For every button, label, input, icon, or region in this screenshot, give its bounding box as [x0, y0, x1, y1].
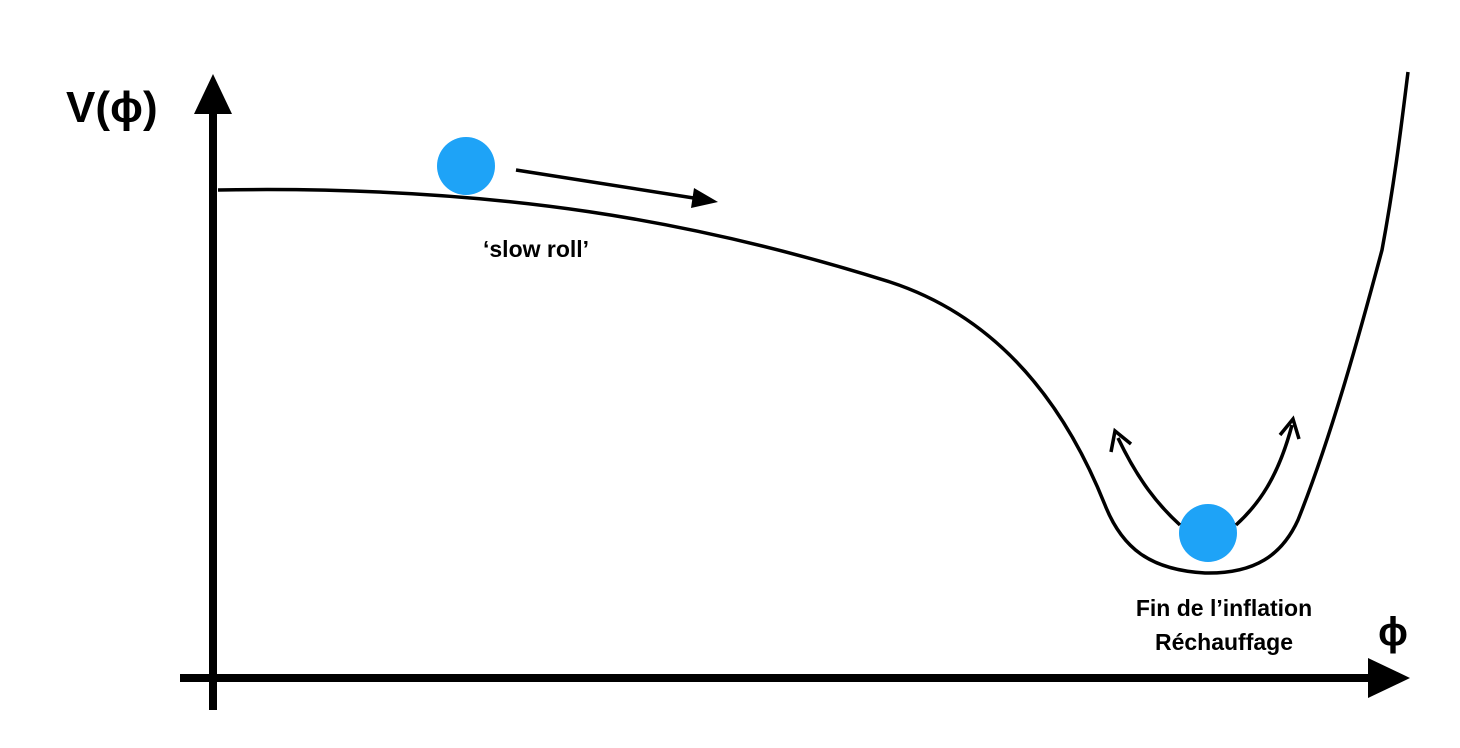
oscillation-arrow-right: [1234, 424, 1294, 527]
potential-curve: [217, 71, 1410, 575]
inflaton-ball-slow-roll: [437, 137, 495, 195]
x-axis-label: ϕ: [1378, 610, 1408, 654]
reheating-label: Réchauffage: [1155, 629, 1293, 655]
end-inflation-label: Fin de l’inflation: [1136, 595, 1312, 621]
y-axis-arrowhead: [194, 74, 232, 114]
y-axis-label: V(ϕ): [66, 83, 158, 132]
slow-roll-arrowhead: [691, 188, 718, 208]
x-axis-arrowhead: [1368, 658, 1410, 698]
oscillation-arrow-left: [1116, 437, 1182, 527]
oscillation-arrow-right-head: [1278, 415, 1301, 440]
slow-roll-label: ‘slow roll’: [483, 236, 589, 262]
slow-roll-arrow-shaft: [515, 168, 701, 201]
oscillation-arrow-left-head: [1109, 427, 1133, 453]
inflaton-ball-reheating: [1179, 504, 1237, 562]
